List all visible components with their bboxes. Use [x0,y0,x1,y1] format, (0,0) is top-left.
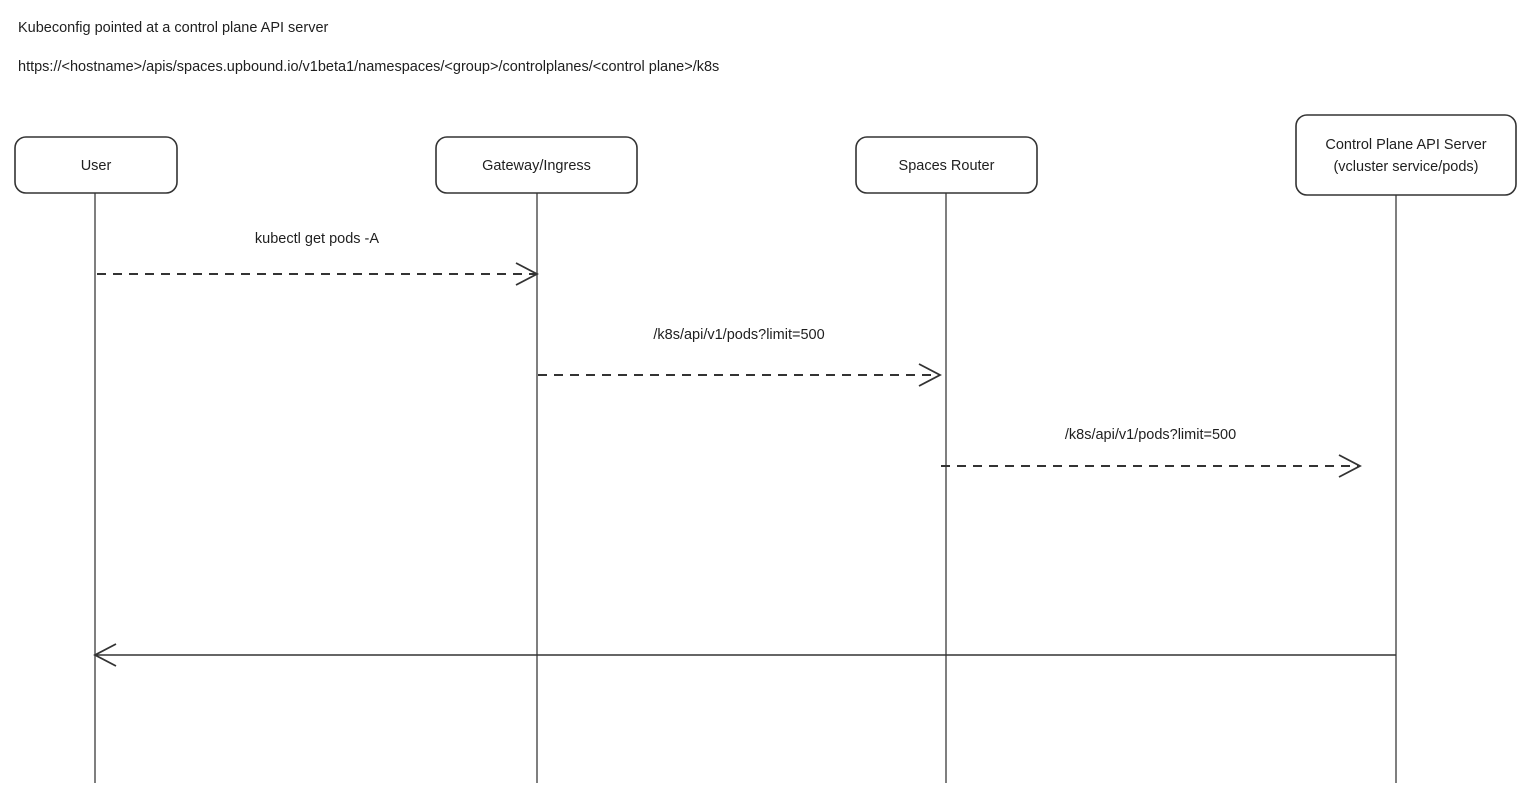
message-2[interactable]: /k8s/api/v1/pods?limit=500 [538,327,942,387]
participants-group: User Gateway/Ingress Spaces Router Control … [14,114,1517,196]
participant-label-user: User [81,158,112,174]
message-arrowhead-3 [1338,454,1362,478]
message-label-3: /k8s/api/v1/pods?limit=500 [1065,427,1236,443]
participant-sublabel-apiserver: (vcluster service/pods) [1333,159,1478,175]
participant-label-router: Spaces Router [899,158,995,174]
message-3[interactable]: /k8s/api/v1/pods?limit=500 [941,427,1362,478]
participant-box-router [855,136,1038,194]
participant-box-gateway [435,136,638,194]
participant-box-apiserver [1295,114,1517,196]
message-label-2: /k8s/api/v1/pods?limit=500 [653,327,824,343]
message-arrowhead-2 [918,363,942,387]
participant-apiserver[interactable]: Control Plane API Server (vcluster servic… [1295,114,1517,196]
message-arrowhead-4 [93,643,117,667]
message-1[interactable]: kubectl get pods -A [97,231,539,286]
participant-gateway[interactable]: Gateway/Ingress [435,136,638,194]
participant-router[interactable]: Spaces Router [855,136,1038,194]
participant-label-apiserver: Control Plane API Server [1325,137,1486,153]
header-notes: Kubeconfig pointed at a control plane AP… [18,8,1418,76]
kubeconfig-note: Kubeconfig pointed at a control plane AP… [18,20,329,36]
api-server-url-note: https://<hostname>/apis/spaces.upbound.i… [18,59,720,75]
message-arrowhead-1 [515,262,539,286]
message-4[interactable] [93,643,1396,667]
message-label-1: kubectl get pods -A [255,231,379,247]
participant-box-user [14,136,178,194]
lifelines-group [94,193,1397,783]
participant-user[interactable]: User [14,136,178,194]
messages-group: kubectl get pods -A/k8s/api/v1/pods?limi… [93,231,1396,667]
participant-label-gateway: Gateway/Ingress [482,158,591,174]
